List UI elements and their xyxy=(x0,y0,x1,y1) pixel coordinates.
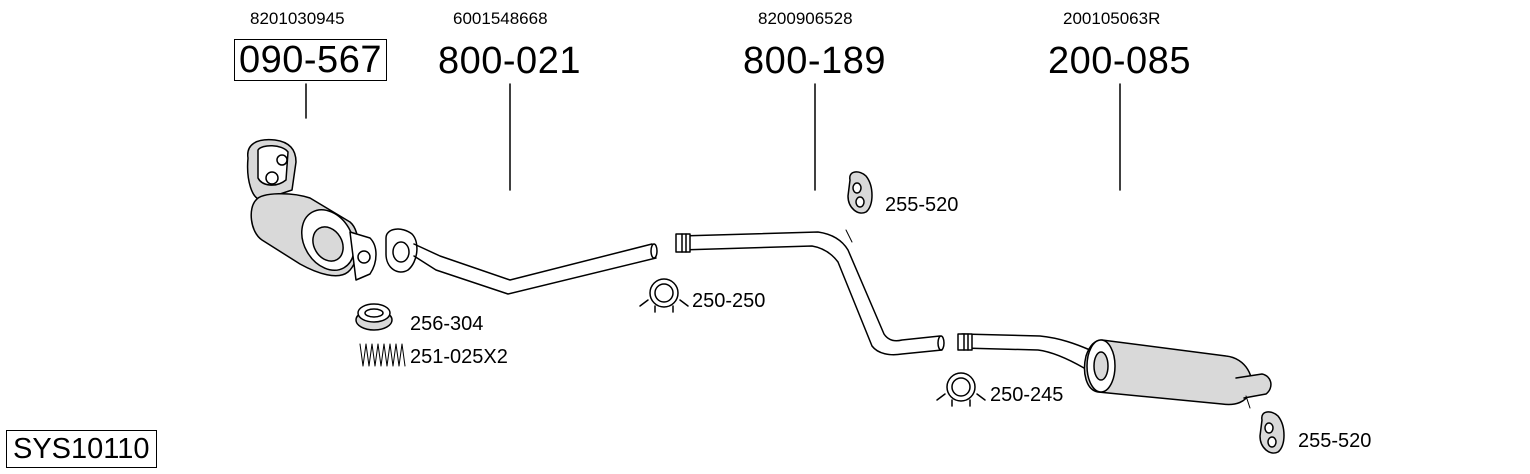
rubber-hanger-icon-1[interactable] xyxy=(847,171,873,214)
oem-number-3: 8200906528 xyxy=(758,9,853,28)
part-number-4[interactable]: 200-085 xyxy=(1048,40,1191,82)
part-number-3[interactable]: 800-189 xyxy=(743,40,886,82)
oem-number-1: 8201030945 xyxy=(250,9,345,28)
rubber-hanger-icon-2[interactable] xyxy=(1259,411,1285,454)
oem-number-4: 200105063R xyxy=(1063,9,1161,28)
rear-silencer-icon[interactable] xyxy=(957,333,1272,409)
clamp-label-1[interactable]: 250-250 xyxy=(692,290,766,312)
clamp-label-2[interactable]: 250-245 xyxy=(990,384,1064,406)
catalytic-converter-icon[interactable] xyxy=(246,138,377,281)
clamp-icon-1[interactable] xyxy=(639,278,689,313)
middle-pipe-icon[interactable] xyxy=(675,229,945,356)
hanger-label-2[interactable]: 255-520 xyxy=(1298,430,1372,452)
gasket-label[interactable]: 256-304 xyxy=(410,313,484,335)
hanger-label-1[interactable]: 255-520 xyxy=(885,194,959,216)
spring-icon[interactable] xyxy=(359,343,406,367)
part-number-1[interactable]: 090-567 xyxy=(234,39,387,81)
oem-number-2: 6001548668 xyxy=(453,9,548,28)
gasket-icon[interactable] xyxy=(355,303,393,331)
clamp-icon-2[interactable] xyxy=(936,372,986,407)
system-id: SYS10110 xyxy=(6,430,157,468)
front-pipe-icon[interactable] xyxy=(385,228,658,295)
part-number-2[interactable]: 800-021 xyxy=(438,40,581,82)
spring-label[interactable]: 251-025X2 xyxy=(410,346,508,368)
